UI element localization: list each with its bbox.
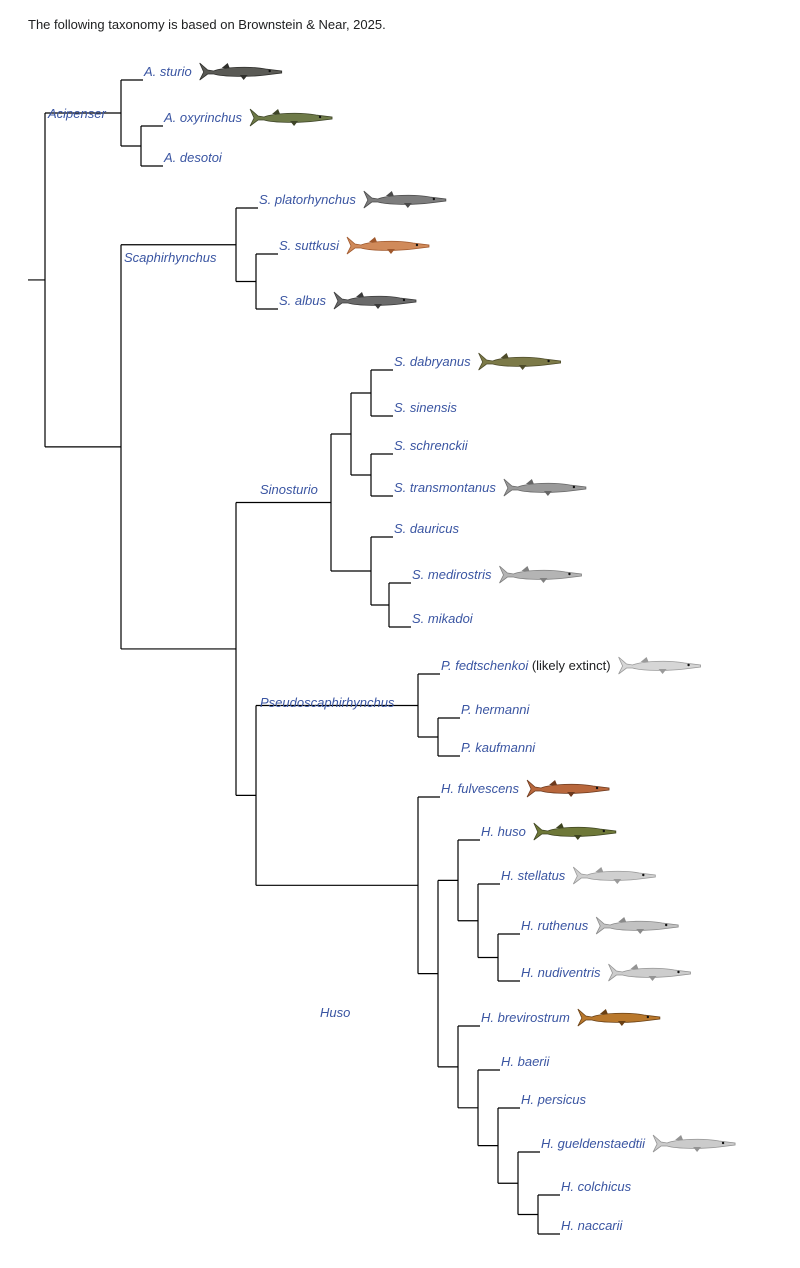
clade-labels: AcipenserScaphirhynchusSinosturioPseudos… (47, 106, 395, 1020)
fish-illustration (526, 779, 610, 798)
fish-illustration (478, 352, 562, 371)
taxon-label-h-brevirostrum[interactable]: H. brevirostrum (481, 1010, 570, 1025)
taxon-label-s-suttkusi[interactable]: S. suttkusi (279, 238, 340, 253)
taxon-name[interactable]: H. brevirostrum (481, 1010, 570, 1025)
taxon-label-h-naccarii[interactable]: H. naccarii (561, 1218, 624, 1233)
taxon-name[interactable]: S. mikadoi (412, 611, 474, 626)
taxon-label-h-ruthenus[interactable]: H. ruthenus (521, 918, 589, 933)
intro-text: The following taxonomy is based on Brown… (28, 17, 386, 32)
taxon-label-s-medirostris[interactable]: S. medirostris (412, 567, 492, 582)
taxon-label-s-albus[interactable]: S. albus (279, 293, 326, 308)
taxon-label-s-schrenckii[interactable]: S. schrenckii (394, 438, 469, 453)
taxon-labels: A. sturio A. oxyrinchus A. desotoi S. plato… (143, 64, 646, 1233)
taxon-label-a-desotoi[interactable]: A. desotoi (163, 150, 223, 165)
clade-label-sinosturio[interactable]: Sinosturio (260, 482, 318, 497)
taxon-name[interactable]: S. dauricus (394, 521, 460, 536)
taxon-name[interactable]: S. platorhynchus (259, 192, 356, 207)
taxon-name[interactable]: P. hermanni (461, 702, 531, 717)
clade-label-acipenser[interactable]: Acipenser (47, 106, 106, 121)
tree-branches (28, 79, 560, 1235)
clade-label-huso[interactable]: Huso (320, 1005, 350, 1020)
taxon-note: (likely extinct) (528, 658, 610, 673)
taxon-name[interactable]: S. schrenckii (394, 438, 469, 453)
fish-illustration (652, 1134, 736, 1153)
fish-illustrations (199, 62, 736, 1153)
fish-illustration (333, 291, 417, 310)
fish-illustration (346, 236, 430, 255)
taxon-label-h-baerii[interactable]: H. baerii (501, 1054, 551, 1069)
fish-illustration (577, 1008, 661, 1027)
fish-illustration (533, 822, 617, 841)
taxon-name[interactable]: P. fedtschenkoi (441, 658, 529, 673)
taxon-label-p-hermanni[interactable]: P. hermanni (461, 702, 531, 717)
fish-illustration (595, 916, 679, 935)
taxon-name[interactable]: H. ruthenus (521, 918, 589, 933)
taxon-name[interactable]: S. sinensis (394, 400, 457, 415)
taxon-name[interactable]: A. oxyrinchus (163, 110, 243, 125)
taxon-label-s-dabryanus[interactable]: S. dabryanus (394, 354, 471, 369)
taxon-label-p-fedtschenkoi[interactable]: P. fedtschenkoi (likely extinct) (441, 658, 611, 673)
taxon-name[interactable]: S. medirostris (412, 567, 492, 582)
taxon-label-s-sinensis[interactable]: S. sinensis (394, 400, 457, 415)
taxon-label-h-persicus[interactable]: H. persicus (521, 1092, 587, 1107)
clade-label-pseudoscaphirhynchus[interactable]: Pseudoscaphirhynchus (260, 695, 395, 710)
taxon-label-a-sturio[interactable]: A. sturio (143, 64, 192, 79)
taxon-name[interactable]: H. huso (481, 824, 526, 839)
taxon-name[interactable]: S. dabryanus (394, 354, 471, 369)
taxon-name[interactable]: H. colchicus (561, 1179, 632, 1194)
taxon-name[interactable]: S. albus (279, 293, 326, 308)
fish-illustration (503, 478, 587, 497)
taxon-label-h-stellatus[interactable]: H. stellatus (501, 868, 566, 883)
taxon-name[interactable]: S. suttkusi (279, 238, 340, 253)
taxon-name[interactable]: H. persicus (521, 1092, 587, 1107)
taxon-label-p-kaufmanni[interactable]: P. kaufmanni (461, 740, 536, 755)
fish-illustration (249, 108, 333, 127)
taxon-name[interactable]: H. naccarii (561, 1218, 624, 1233)
taxon-name[interactable]: A. sturio (143, 64, 192, 79)
fish-illustration (608, 963, 691, 982)
taxon-label-s-mikadoi[interactable]: S. mikadoi (412, 611, 474, 626)
taxon-name[interactable]: H. stellatus (501, 868, 566, 883)
taxon-label-h-nudiventris[interactable]: H. nudiventris (521, 965, 601, 980)
clade-label-scaphirhynchus[interactable]: Scaphirhynchus (124, 250, 217, 265)
taxon-label-h-gueldenstaedtii[interactable]: H. gueldenstaedtii (541, 1136, 646, 1151)
taxon-name[interactable]: H. fulvescens (441, 781, 520, 796)
fish-illustration (363, 190, 447, 209)
taxon-label-h-huso[interactable]: H. huso (481, 824, 526, 839)
taxon-name[interactable]: H. nudiventris (521, 965, 601, 980)
taxon-label-s-transmontanus[interactable]: S. transmontanus (394, 480, 496, 495)
taxon-label-h-colchicus[interactable]: H. colchicus (561, 1179, 632, 1194)
taxon-label-s-platorhynchus[interactable]: S. platorhynchus (259, 192, 356, 207)
fish-illustration (618, 656, 701, 675)
taxon-name[interactable]: A. desotoi (163, 150, 223, 165)
taxon-label-a-oxyrinchus[interactable]: A. oxyrinchus (163, 110, 243, 125)
taxon-name[interactable]: S. transmontanus (394, 480, 496, 495)
fish-illustration (572, 866, 656, 885)
fish-illustration (199, 62, 283, 81)
taxon-label-s-dauricus[interactable]: S. dauricus (394, 521, 460, 536)
taxon-name[interactable]: P. kaufmanni (461, 740, 536, 755)
taxon-name[interactable]: H. baerii (501, 1054, 551, 1069)
taxon-label-h-fulvescens[interactable]: H. fulvescens (441, 781, 520, 796)
fish-illustration (499, 565, 582, 584)
taxon-name[interactable]: H. gueldenstaedtii (541, 1136, 646, 1151)
